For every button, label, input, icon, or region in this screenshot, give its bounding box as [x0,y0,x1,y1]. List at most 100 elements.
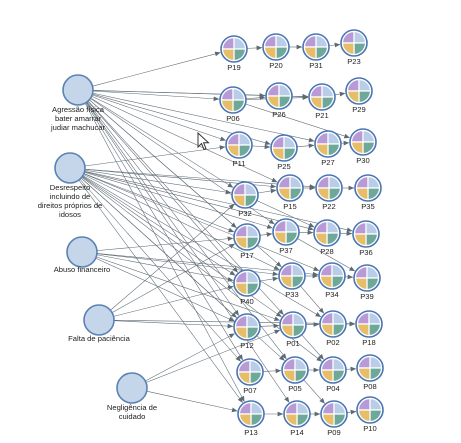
participant-node-P07[interactable]: P07 [236,358,264,395]
participant-node-P01[interactable]: P01 [279,311,307,348]
node-quadrant [278,83,292,97]
participant-node-P14[interactable]: P14 [283,400,311,437]
edge-P37-P39 [297,238,356,272]
cause-label-line: incluindo de [50,192,91,201]
participant-node-P30[interactable]: P30 [349,128,377,165]
participant-node-P31[interactable]: P31 [302,33,330,70]
node-quadrant [353,42,367,56]
node-quadrant [289,175,303,189]
edge-P05-P09 [303,379,325,404]
node-quadrant [320,323,334,337]
participant-node-P34[interactable]: P34 [318,262,346,299]
participant-node-P40[interactable]: P40 [233,269,261,306]
node-quadrant [350,129,364,143]
participant-node-P02[interactable]: P02 [319,310,347,347]
node-quadrant [316,187,330,201]
participant-label: P32 [238,209,252,218]
node-ring [219,86,247,114]
node-ring [353,264,381,292]
participant-node-P05[interactable]: P05 [281,356,309,393]
node-ring [302,33,330,61]
participant-node-P18[interactable]: P18 [355,310,383,347]
edge-c3-P17 [96,236,234,251]
edge-c1-P11 [92,94,226,141]
participant-node-P20[interactable]: P20 [262,33,290,70]
participant-node-P25[interactable]: P25 [270,134,298,171]
node-quadrant [221,48,235,62]
edge-P25-P27 [296,143,315,149]
node-quadrant [232,194,246,208]
node-quadrant [319,275,333,289]
node-quadrant [220,99,234,113]
cause-node-c4[interactable]: Falta de paciência [68,304,131,343]
cause-circle [54,152,86,184]
participant-node-P17[interactable]: P17 [233,223,261,260]
node-quadrant [250,401,264,415]
edge-c2-P37 [84,171,273,229]
node-ring [349,128,377,156]
participant-node-P08[interactable]: P08 [356,354,384,391]
participant-node-P33[interactable]: P33 [278,262,306,299]
node-quadrant [238,132,252,146]
node-quadrant [234,314,248,328]
participant-node-P39[interactable]: P39 [353,264,381,301]
cause-label-line: bater amarrar [55,114,101,123]
node-quadrant [353,30,367,44]
node-quadrant [226,132,240,146]
node-quadrant [278,95,292,109]
node-quadrant [341,30,355,44]
node-quadrant [282,357,296,371]
edge-c2-P02 [82,175,322,318]
participant-node-P09[interactable]: P09 [320,400,348,437]
node-quadrant [271,147,285,161]
cause-label-line: direitos próprios de [38,201,103,210]
node-quadrant [314,232,328,246]
node-quadrant [220,87,234,101]
cause-circle [83,304,115,336]
participant-label: P08 [363,382,377,391]
edge-c3-P12 [95,257,235,322]
participant-node-P19[interactable]: P19 [220,35,248,72]
cause-circle [116,372,148,404]
participant-node-P15[interactable]: P15 [276,174,304,211]
edge-c1-P15 [91,96,278,183]
cause-label-line: Agressão física [52,105,105,114]
node-quadrant [326,220,340,234]
participant-node-P23[interactable]: P23 [340,29,368,66]
node-quadrant [263,34,277,48]
participant-label: P20 [269,61,283,70]
participant-node-P21[interactable]: P21 [308,83,336,120]
participant-node-P06[interactable]: P06 [219,86,247,123]
participant-node-P10[interactable]: P10 [356,396,384,433]
node-quadrant [357,355,371,369]
edge-c2-P07 [79,179,241,362]
node-quadrant [355,187,369,201]
participant-node-P26[interactable]: P26 [265,82,293,119]
node-quadrant [246,224,260,238]
participant-node-P27[interactable]: P27 [314,130,342,167]
cause-label-line: Negligência de [107,403,157,412]
cause-node-c3[interactable]: Abuso financeiro [54,236,111,274]
participant-node-P28[interactable]: P28 [313,219,341,256]
participant-node-P04[interactable]: P04 [319,356,347,393]
participant-node-P13[interactable]: P13 [237,400,265,437]
node-quadrant [341,42,355,56]
participant-node-P22[interactable]: P22 [315,174,343,211]
participant-node-P32[interactable]: P32 [231,181,259,218]
edge-c1-P32 [90,97,234,188]
participant-label: P13 [244,428,258,437]
participant-node-P11[interactable]: P11 [225,131,253,168]
node-quadrant [244,194,258,208]
node-quadrant [320,369,334,383]
participant-node-P35[interactable]: P35 [354,174,382,211]
participant-node-P37[interactable]: P37 [272,218,300,255]
edge-c1-P19 [92,51,221,87]
node-quadrant [291,275,305,289]
participant-node-P29[interactable]: P29 [345,77,373,114]
participant-node-P12[interactable]: P12 [233,313,261,350]
participant-node-P36[interactable]: P36 [352,220,380,257]
